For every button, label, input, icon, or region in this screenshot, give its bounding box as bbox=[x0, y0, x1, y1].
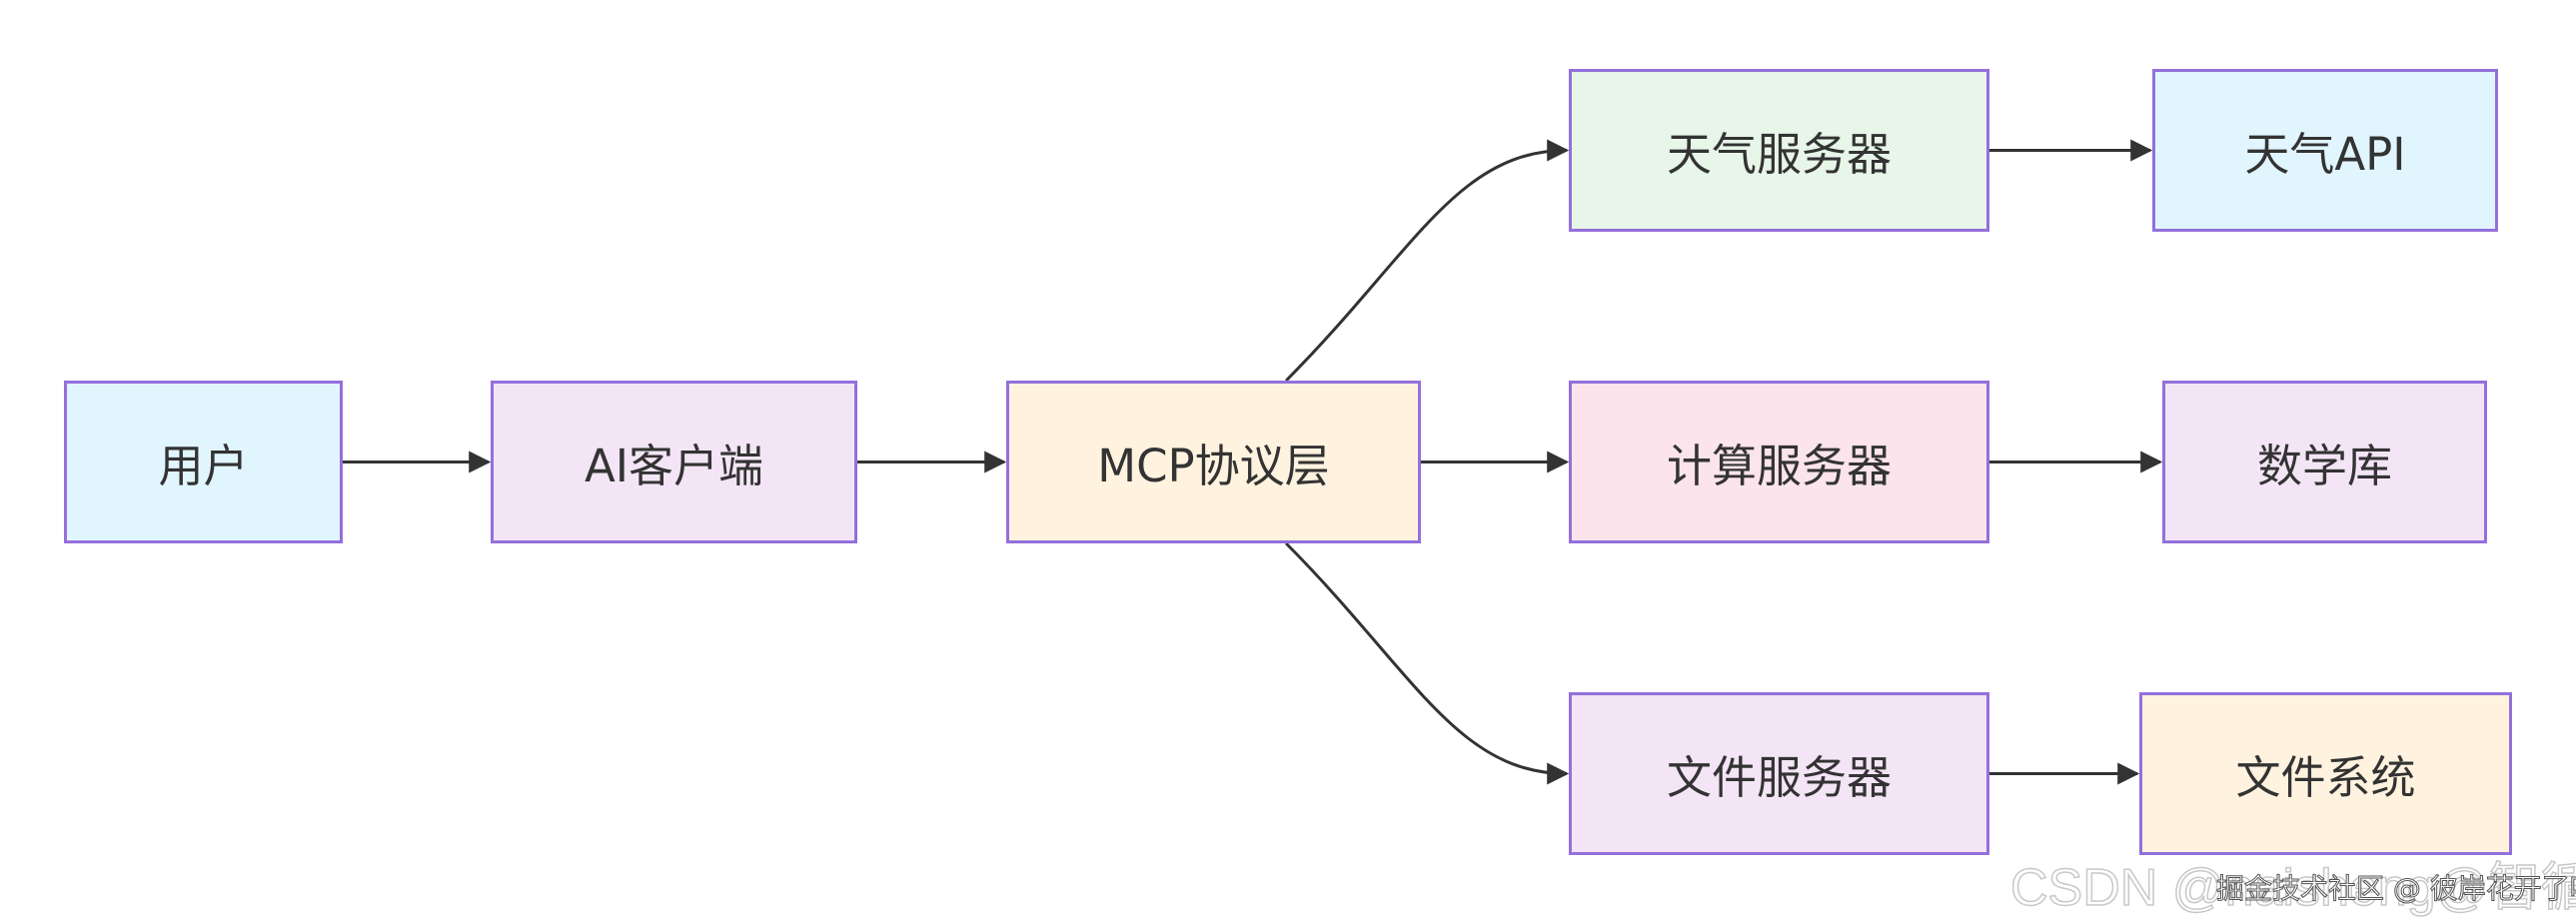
node-file-system: 文件系统 bbox=[2139, 692, 2512, 855]
node-label: MCP协议层 bbox=[1097, 440, 1330, 492]
node-mcp: MCP协议层 bbox=[1006, 381, 1421, 543]
node-label: 天气API bbox=[2244, 128, 2406, 181]
node-label: 用户 bbox=[158, 440, 249, 492]
node-calc-server: 计算服务器 bbox=[1569, 381, 1989, 543]
node-label: 计算服务器 bbox=[1666, 440, 1892, 492]
node-file-server: 文件服务器 bbox=[1569, 692, 1989, 855]
node-weather-server: 天气服务器 bbox=[1569, 69, 1989, 232]
node-user: 用户 bbox=[64, 381, 343, 543]
edge-mcp-to-weather-server bbox=[1285, 139, 1570, 383]
node-label: 文件系统 bbox=[2235, 751, 2416, 804]
edge-mcp-to-file-server bbox=[1285, 541, 1570, 785]
node-label: 文件服务器 bbox=[1666, 751, 1892, 804]
node-label: 数学库 bbox=[2256, 440, 2392, 492]
node-label: 天气服务器 bbox=[1666, 128, 1892, 181]
node-label: AI客户端 bbox=[584, 440, 764, 492]
node-math-lib: 数学库 bbox=[2162, 381, 2487, 543]
node-client: AI客户端 bbox=[491, 381, 857, 543]
node-weather-api: 天气API bbox=[2152, 69, 2498, 232]
